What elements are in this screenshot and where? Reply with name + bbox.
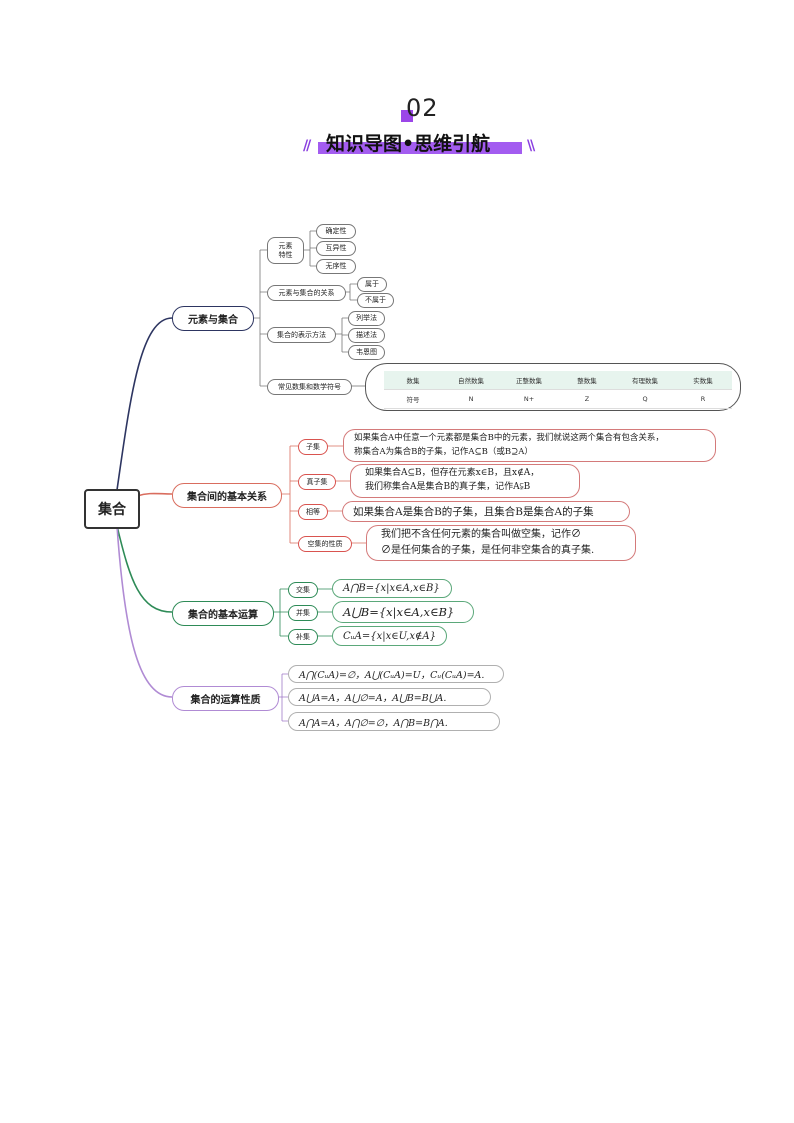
table-cell: R (674, 389, 732, 409)
table-cell: 有理数集 (616, 371, 674, 390)
table-cell: Q (616, 389, 674, 409)
leaf-not-belongs: 不属于 (357, 293, 394, 308)
table-cell: 自然数集 (442, 371, 500, 390)
node-intersection: 交集 (288, 582, 318, 598)
equal-definition-line1: 如果集合A是集合B的子集，且集合B是集合A的子集 (353, 506, 594, 518)
branch-element-and-set: 元素与集合 (172, 306, 254, 331)
leaf-venn: 韦恩图 (348, 345, 385, 360)
proper-subset-definition: 如果集合A⊆B，但存在元素x∈B，且x∉A， 我们称集合A是集合B的真子集，记作… (350, 464, 580, 498)
node-number-sets: 常见数集和数学符号 (267, 379, 352, 395)
empty-set-line2: ∅是任何集合的子集，是任何非空集合的真子集. (381, 545, 595, 556)
leaf-roster: 列举法 (348, 311, 385, 326)
leaf-trait-2: 互异性 (316, 241, 356, 256)
leaf-trait-1: 确定性 (316, 224, 356, 239)
table-cell: 整数集 (558, 371, 616, 390)
title-deco-right: \\ (527, 138, 535, 154)
table-cell: 数集 (384, 371, 442, 390)
title-deco-left: // (303, 138, 311, 154)
table-cell: N (442, 389, 500, 409)
node-equal: 相等 (298, 504, 328, 520)
root-node: 集合 (84, 489, 140, 529)
proper-subset-line2: 我们称集合A是集合B的真子集，记作A⫋B (365, 482, 531, 492)
node-representation: 集合的表示方法 (267, 327, 336, 343)
property-union: A⋃A=A，A⋃∅=A，A⋃B=B⋃A. (288, 688, 491, 706)
node-subset: 子集 (298, 439, 328, 455)
table-cell: 正整数集 (500, 371, 558, 390)
property-complement: A⋂(CᵤA)=∅，A⋃(CᵤA)=U，Cᵤ(CᵤA)=A. (288, 665, 504, 683)
table-cell: N+ (500, 389, 558, 409)
union-formula: A⋃B={x|x∈A,x∈B} (332, 601, 474, 623)
branch-set-operations: 集合的基本运算 (172, 601, 274, 626)
page-title: 知识导图•思维引航 (326, 133, 491, 155)
subset-definition-line2: 称集合A为集合B的子集，记作A⊆B（或B⊇A） (354, 446, 533, 457)
table-cell: Z (558, 389, 616, 409)
property-intersection: A⋂A=A，A⋂∅=∅，A⋂B=B⋂A. (288, 712, 500, 731)
table-cell: 符号 (384, 389, 442, 409)
branch-set-relations: 集合间的基本关系 (172, 483, 282, 508)
subset-definition-line1: 如果集合A中任意一个元素都是集合B中的元素，我们就说这两个集合有包含关系， (354, 433, 664, 444)
branch-operation-properties: 集合的运算性质 (172, 686, 279, 711)
number-accent (401, 110, 413, 122)
title-highlight (318, 142, 522, 154)
leaf-description: 描述法 (348, 328, 385, 343)
complement-formula: CᵤA={x|x∈U,x∉A} (332, 626, 447, 646)
empty-set-line1: 我们把不含任何元素的集合叫做空集，记作∅ (381, 528, 581, 540)
section-number: 02 (406, 94, 439, 122)
table-row: 符号 N N+ Z Q R (384, 389, 732, 409)
node-empty-set: 空集的性质 (298, 536, 352, 552)
node-element-traits: 元素 特性 (267, 237, 304, 264)
empty-set-definition: 我们把不含任何元素的集合叫做空集，记作∅ ∅是任何集合的子集，是任何非空集合的真… (366, 525, 636, 561)
number-sets-table: 数集 自然数集 正整数集 整数集 有理数集 实数集 符号 N N+ Z Q R (384, 371, 732, 409)
table-header-row: 数集 自然数集 正整数集 整数集 有理数集 实数集 (384, 371, 732, 390)
leaf-belongs: 属于 (357, 277, 387, 292)
proper-subset-line1: 如果集合A⊆B，但存在元素x∈B，且x∉A， (365, 468, 540, 479)
subset-definition: 如果集合A中任意一个元素都是集合B中的元素，我们就说这两个集合有包含关系， 称集… (343, 429, 716, 462)
node-element-traits-line1: 元素 (278, 242, 293, 251)
node-element-traits-line2: 特性 (278, 250, 293, 259)
node-complement: 补集 (288, 629, 318, 645)
intersection-formula: A⋂B={x|x∈A,x∈B} (332, 579, 452, 598)
equal-definition: 如果集合A是集合B的子集，且集合B是集合A的子集 (342, 501, 630, 522)
table-cell: 实数集 (674, 371, 732, 390)
leaf-trait-3: 无序性 (316, 259, 356, 274)
node-proper-subset: 真子集 (298, 474, 336, 490)
node-union: 并集 (288, 605, 318, 621)
node-element-set-relation: 元素与集合的关系 (267, 285, 346, 301)
